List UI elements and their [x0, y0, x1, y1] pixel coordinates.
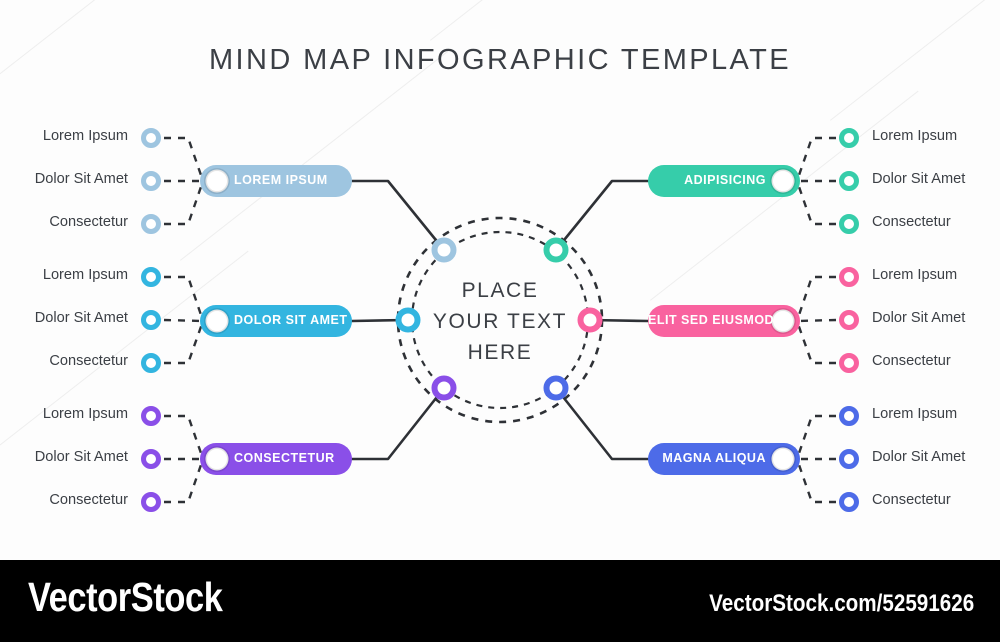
leaf-label: Dolor Sit Amet: [872, 449, 966, 465]
leaf-label: Lorem Ipsum: [42, 406, 128, 422]
leaf-label: Consectetur: [872, 353, 951, 369]
branch-elit-sed-eiusmod-label: ELIT SED EIUSMOD: [648, 313, 775, 327]
leaf-label: Dolor Sit Amet: [34, 449, 128, 465]
leaf-connector: [795, 320, 836, 365]
leaf-node[interactable]: [839, 128, 859, 148]
leaf-connector: [795, 180, 836, 226]
branch-lorem-ipsum-pill-node: [204, 168, 230, 194]
branch-magna-aliqua-pill-node: [770, 446, 796, 472]
branch-connector: [350, 179, 446, 252]
branch-magna-aliqua-pill[interactable]: [648, 443, 800, 475]
leaf-connector: [795, 414, 836, 460]
branch-connector: [350, 386, 446, 461]
center-line-1: PLACE: [461, 279, 539, 302]
branch-lorem-ipsum-pill[interactable]: [200, 165, 352, 197]
leaf-node[interactable]: [141, 310, 161, 330]
leaf-node[interactable]: [141, 267, 161, 287]
connector-layer: [163, 136, 837, 504]
leaf-connector: [796, 318, 837, 323]
leaf-label: Lorem Ipsum: [872, 406, 958, 422]
leaf-label: Dolor Sit Amet: [872, 310, 966, 326]
leaf-label: Consectetur: [872, 214, 951, 230]
leaf-label: Consectetur: [49, 214, 128, 230]
leaf-node[interactable]: [141, 449, 161, 469]
branch-dolor-sit-amet-hub-node[interactable]: [395, 307, 421, 333]
leaf-connector: [164, 458, 205, 504]
branch-dolor-sit-amet-label: DOLOR SIT AMET: [234, 313, 348, 327]
leaf-node[interactable]: [141, 128, 161, 148]
branch-adipisicing-label: ADIPISICING: [684, 173, 766, 187]
branch-magna-aliqua-hub-node[interactable]: [543, 375, 569, 401]
leaf-connector: [795, 275, 836, 322]
center-line-3: HERE: [467, 341, 533, 364]
branch-lorem-ipsum-label: LOREM IPSUM: [234, 173, 328, 187]
leaf-node[interactable]: [839, 214, 859, 234]
leaf-connector: [795, 458, 836, 504]
leaf-node[interactable]: [839, 267, 859, 287]
vectorstock-url: VectorStock.com/52591626: [708, 590, 974, 617]
leaf-node[interactable]: [839, 353, 859, 373]
leaf-connector: [164, 320, 205, 365]
leaf-connector: [164, 136, 205, 182]
leaf-node[interactable]: [839, 492, 859, 512]
branch-connector: [554, 179, 650, 252]
mind-map-svg: [141, 128, 859, 512]
center-line-2: YOUR TEXT: [432, 310, 568, 333]
branch-adipisicing-pill[interactable]: [648, 165, 800, 197]
leaf-label: Dolor Sit Amet: [34, 310, 128, 326]
branch-consectetur-pill-node: [204, 446, 230, 472]
branch-consectetur-hub-node[interactable]: [431, 375, 457, 401]
leaf-connector: [164, 275, 205, 322]
leaf-connector: [164, 180, 205, 226]
node-layer: [141, 128, 859, 512]
branch-elit-sed-eiusmod-hub-node[interactable]: [577, 307, 603, 333]
vectorstock-brand: VectorStock: [28, 574, 223, 620]
leaf-label: Lorem Ipsum: [42, 128, 128, 144]
branch-dolor-sit-amet-pill[interactable]: [200, 305, 352, 337]
leaf-node[interactable]: [141, 353, 161, 373]
center-text: PLACE YOUR TEXT HERE: [400, 275, 600, 368]
leaf-node[interactable]: [839, 406, 859, 426]
branch-elit-sed-eiusmod-pill-node: [770, 308, 796, 334]
leaf-label: Dolor Sit Amet: [872, 171, 966, 187]
branch-lorem-ipsum-hub-node[interactable]: [431, 237, 457, 263]
watermark-footer: VectorStock VectorStock.com/52591626: [0, 560, 1000, 642]
page-title: MIND MAP INFOGRAPHIC TEMPLATE: [209, 44, 791, 76]
branch-elit-sed-eiusmod-pill[interactable]: [648, 305, 800, 337]
branch-magna-aliqua-label: MAGNA ALIQUA: [662, 451, 766, 465]
leaf-label: Lorem Ipsum: [42, 267, 128, 283]
branch-adipisicing-pill-node: [770, 168, 796, 194]
leaf-node[interactable]: [141, 492, 161, 512]
leaf-node[interactable]: [141, 171, 161, 191]
leaf-connector: [795, 136, 836, 182]
leaf-node[interactable]: [141, 406, 161, 426]
leaf-label: Dolor Sit Amet: [34, 171, 128, 187]
infographic-canvas: MIND MAP INFOGRAPHIC TEMPLATE PLACE YOUR…: [0, 0, 1000, 512]
branch-pill-layer: [200, 165, 800, 475]
leaf-node[interactable]: [839, 449, 859, 469]
leaf-node[interactable]: [839, 171, 859, 191]
branch-connector: [554, 386, 650, 461]
leaf-label: Consectetur: [49, 492, 128, 508]
leaf-node[interactable]: [141, 214, 161, 234]
leaf-connector: [163, 318, 204, 323]
leaf-label: Lorem Ipsum: [872, 267, 958, 283]
branch-consectetur-pill[interactable]: [200, 443, 352, 475]
leaf-label: Consectetur: [872, 492, 951, 508]
leaf-node[interactable]: [839, 310, 859, 330]
branch-adipisicing-hub-node[interactable]: [543, 237, 569, 263]
leaf-label: Consectetur: [49, 353, 128, 369]
leaf-connector: [164, 414, 205, 460]
branch-consectetur-label: CONSECTETUR: [234, 451, 335, 465]
leaf-label: Lorem Ipsum: [872, 128, 958, 144]
branch-dolor-sit-amet-pill-node: [204, 308, 230, 334]
